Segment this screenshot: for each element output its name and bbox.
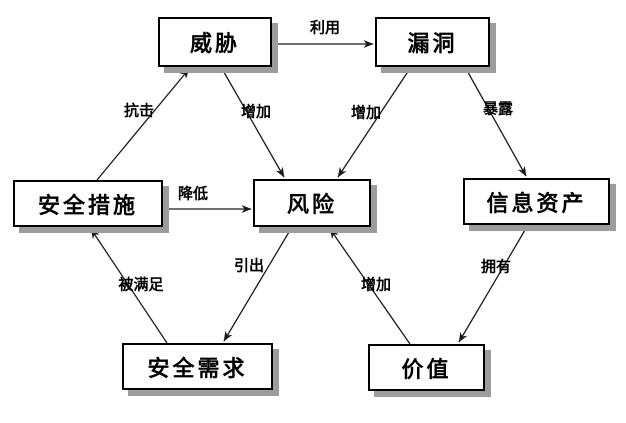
edge-value-to-risk	[329, 228, 411, 345]
node-information-assets: 信息资产	[463, 178, 610, 225]
edge-assets-to-value	[458, 224, 529, 343]
edge-label-resist: 抗击	[123, 101, 155, 120]
node-security-measures: 安全措施	[13, 180, 163, 227]
edge-risk-to-requirements	[223, 226, 293, 342]
edge-label-own: 拥有	[480, 257, 512, 276]
node-value: 价值	[368, 344, 485, 391]
node-risk: 风险	[253, 179, 371, 227]
edge-label-increase-vulnerability-risk: 增加	[350, 103, 382, 122]
node-security-requirements: 安全需求	[122, 343, 273, 390]
edge-label-increase-value-risk: 增加	[360, 275, 392, 294]
edge-label-exploit: 利用	[309, 18, 341, 37]
edge-vulnerability-to-risk	[337, 66, 412, 178]
edge-label-expose: 暴露	[482, 99, 514, 118]
node-threat: 威胁	[158, 17, 272, 67]
edge-vulnerability-to-assets	[464, 66, 527, 177]
edge-measures-to-threat	[96, 68, 190, 181]
edge-label-reduce: 降低	[177, 184, 209, 203]
edge-label-lead-to: 引出	[233, 256, 265, 275]
edge-label-satisfied: 被满足	[118, 275, 164, 294]
edge-requirements-to-measures	[90, 228, 168, 344]
edge-label-increase-threat-risk: 增加	[240, 102, 272, 121]
node-vulnerability: 漏洞	[375, 17, 490, 67]
edge-threat-to-risk	[220, 66, 285, 178]
